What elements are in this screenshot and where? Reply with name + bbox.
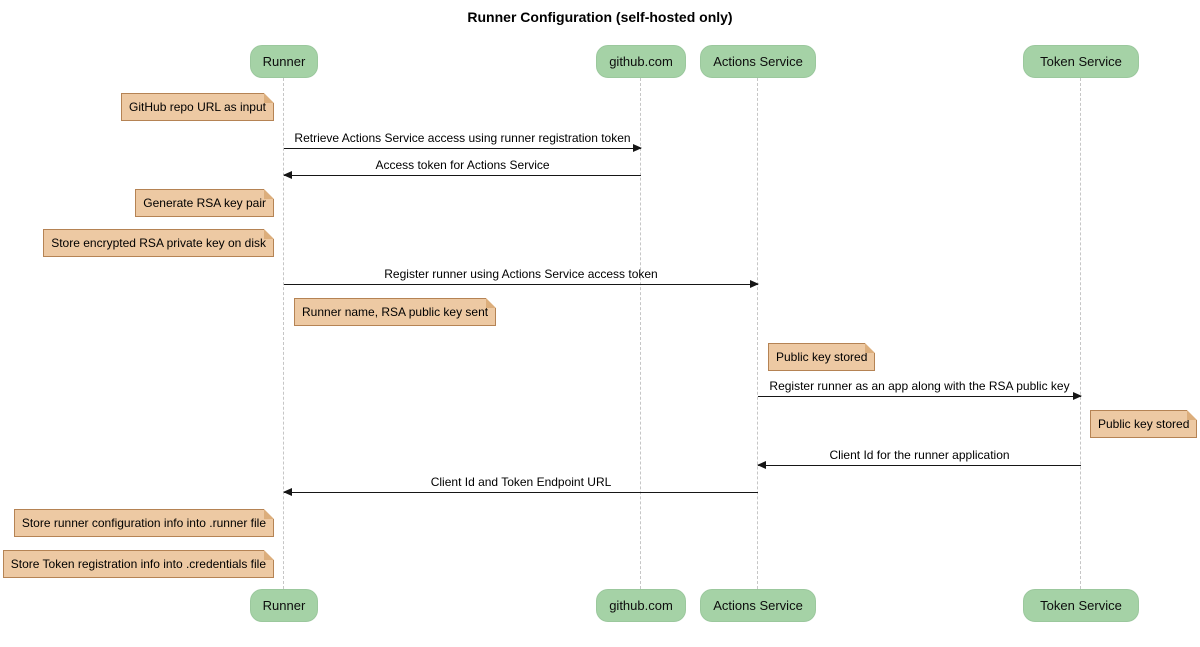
message-label: Register runner as an app along with the…	[769, 379, 1070, 393]
message-label: Client Id for the runner application	[829, 448, 1010, 462]
message-label: Retrieve Actions Service access using ru…	[294, 131, 631, 145]
message-label: Access token for Actions Service	[375, 158, 550, 172]
arrow-right-icon	[758, 392, 1082, 400]
arrow-left-icon	[757, 461, 1081, 469]
message-retrieve-actions-access: Retrieve Actions Service access using ru…	[284, 131, 642, 152]
message-register-runner-as-app: Register runner as an app along with the…	[758, 379, 1082, 400]
participant-github-top: github.com	[596, 45, 686, 78]
lifeline-token-service	[1080, 78, 1081, 589]
message-access-token: Access token for Actions Service	[283, 158, 641, 179]
note-runner-name-sent: Runner name, RSA public key sent	[294, 298, 497, 326]
message-label: Register runner using Actions Service ac…	[384, 267, 658, 281]
arrow-right-icon	[284, 144, 642, 152]
diagram-title: Runner Configuration (self-hosted only)	[467, 9, 733, 25]
lifeline-actions-service	[757, 78, 758, 589]
arrow-right-icon	[284, 280, 759, 288]
note-public-key-stored-token: Public key stored	[1090, 410, 1198, 438]
note-github-repo-url: GitHub repo URL as input	[121, 93, 274, 121]
participant-token-service-bottom: Token Service	[1023, 589, 1139, 622]
participant-runner-top: Runner	[250, 45, 318, 78]
participant-runner-bottom: Runner	[250, 589, 318, 622]
arrow-left-icon	[283, 171, 641, 179]
message-client-id-endpoint: Client Id and Token Endpoint URL	[283, 475, 758, 496]
participant-token-service-top: Token Service	[1023, 45, 1139, 78]
lifeline-runner	[283, 78, 284, 589]
note-store-runner-file: Store runner configuration info into .ru…	[13, 509, 275, 537]
message-label: Client Id and Token Endpoint URL	[430, 475, 612, 489]
arrow-left-icon	[283, 488, 758, 496]
note-public-key-stored-actions: Public key stored	[768, 343, 876, 371]
lifeline-github	[640, 78, 641, 589]
message-register-runner: Register runner using Actions Service ac…	[284, 267, 759, 288]
note-generate-rsa-key: Generate RSA key pair	[135, 189, 274, 217]
participant-actions-service-top: Actions Service	[700, 45, 816, 78]
note-store-credentials-file: Store Token registration info into .cred…	[2, 550, 275, 578]
participant-actions-service-bottom: Actions Service	[700, 589, 816, 622]
message-client-id: Client Id for the runner application	[757, 448, 1081, 469]
participant-github-bottom: github.com	[596, 589, 686, 622]
note-store-private-key: Store encrypted RSA private key on disk	[43, 229, 274, 257]
